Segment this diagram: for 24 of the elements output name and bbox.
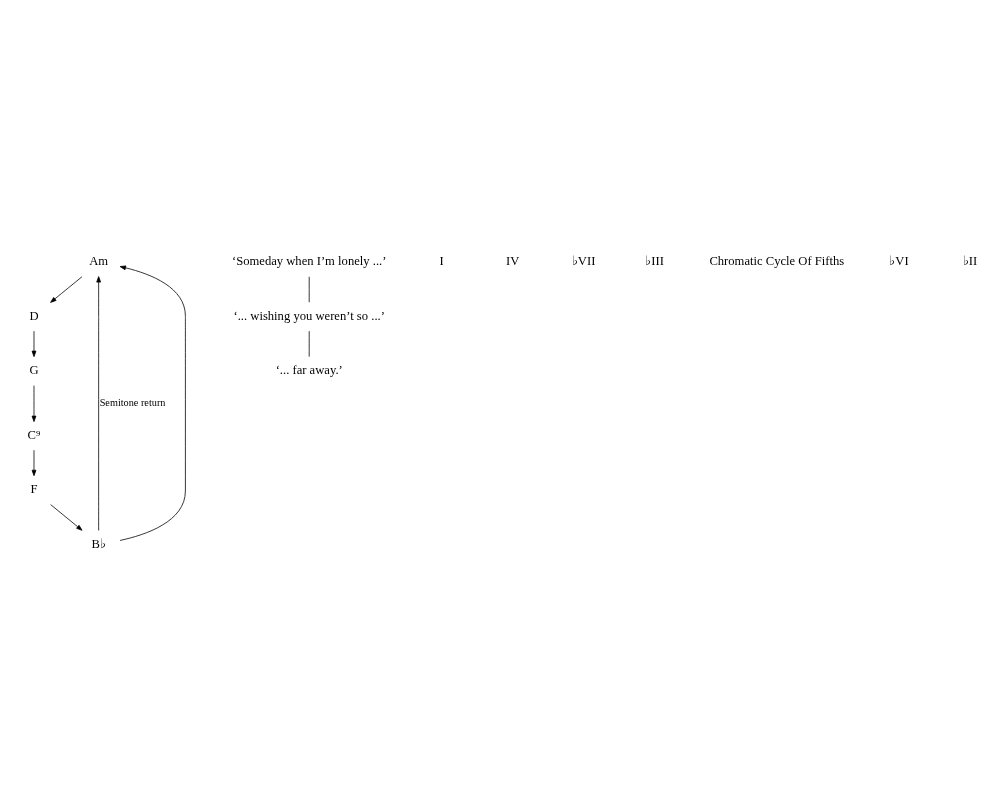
label: ♭III <box>645 254 664 269</box>
label: IV <box>505 254 520 269</box>
node-text: C⁹ <box>27 427 41 442</box>
node-text: F <box>30 482 38 497</box>
arrow <box>31 385 37 422</box>
node-text: Am <box>89 254 109 269</box>
label: ♭VI <box>889 254 909 269</box>
node-text: ‘... wishing you weren’t so ...’ <box>233 308 385 323</box>
label: ♭VII <box>571 254 596 269</box>
node-text: ‘Someday when I’m lonely ...’ <box>231 254 387 269</box>
label: I <box>439 254 444 269</box>
edge-label: Semitone return <box>99 397 166 409</box>
arrow <box>50 276 83 303</box>
label: ♭II <box>962 254 978 269</box>
node-text: ‘... far away.’ <box>275 363 343 378</box>
arrow <box>31 330 37 358</box>
node-text: G <box>29 363 39 378</box>
node-text: B♭ <box>91 536 106 551</box>
arrow <box>96 276 101 531</box>
arrow <box>31 449 37 477</box>
arrow <box>119 265 186 541</box>
arrow <box>50 504 83 531</box>
label: Chromatic Cycle Of Fifths <box>709 254 845 269</box>
node-text: D <box>29 308 39 323</box>
